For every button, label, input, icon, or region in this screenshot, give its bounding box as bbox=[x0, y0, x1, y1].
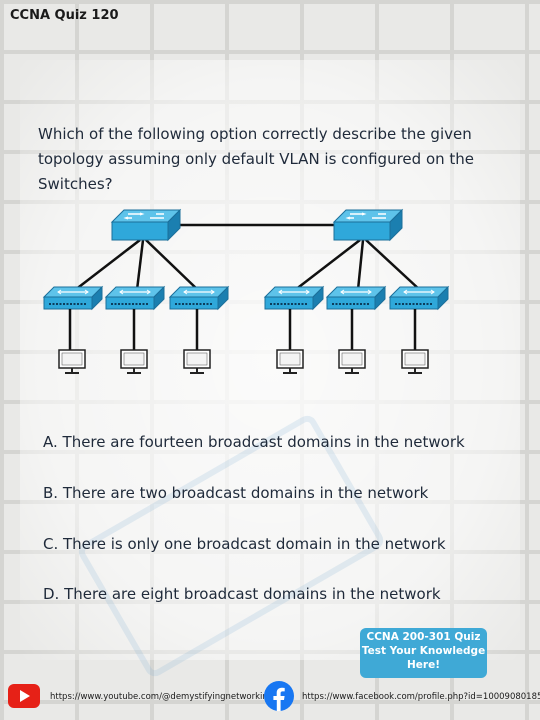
youtube-icon[interactable] bbox=[8, 684, 40, 708]
badge-line-3: Here! bbox=[407, 659, 440, 671]
access-switch-2 bbox=[105, 286, 165, 310]
core-switch-left bbox=[111, 209, 181, 241]
quiz-title: CCNA Quiz 120 bbox=[10, 8, 119, 23]
option-c[interactable]: C. There is only one broadcast domain in… bbox=[43, 535, 446, 553]
pc-1 bbox=[58, 349, 86, 374]
option-a[interactable]: A. There are fourteen broadcast domains … bbox=[43, 433, 465, 451]
facebook-icon[interactable] bbox=[264, 681, 294, 711]
core-switch-right bbox=[333, 209, 403, 241]
link-left-1 bbox=[74, 239, 141, 291]
question-text: Which of the following option correctly … bbox=[38, 125, 475, 193]
pc-4 bbox=[276, 349, 304, 374]
option-d[interactable]: D. There are eight broadcast domains in … bbox=[43, 585, 441, 603]
quiz-promo-badge[interactable]: CCNA 200-301 Quiz Test Your Knowledge He… bbox=[360, 628, 487, 678]
link-right-2 bbox=[356, 239, 365, 291]
access-switch-5 bbox=[326, 286, 386, 310]
link-right-1 bbox=[294, 239, 361, 291]
link-left-3 bbox=[145, 239, 199, 291]
topology-diagram bbox=[43, 209, 449, 374]
background-highlight bbox=[20, 60, 520, 660]
pc-2 bbox=[120, 349, 148, 374]
pc-6 bbox=[401, 349, 429, 374]
access-switch-4 bbox=[264, 286, 324, 310]
badge-line-1: CCNA 200-301 Quiz bbox=[366, 631, 481, 643]
pc-5 bbox=[338, 349, 366, 374]
facebook-link[interactable]: https://www.facebook.com/profile.php?id=… bbox=[302, 692, 540, 702]
link-right-3 bbox=[365, 239, 421, 291]
badge-line-2: Test Your Knowledge bbox=[361, 645, 486, 657]
link-left-2 bbox=[135, 239, 145, 291]
option-b[interactable]: B. There are two broadcast domains in th… bbox=[43, 484, 429, 502]
access-switch-1 bbox=[43, 286, 103, 310]
youtube-link[interactable]: https://www.youtube.com/@demystifyingnet… bbox=[50, 692, 274, 702]
access-switch-6 bbox=[389, 286, 449, 310]
pc-3 bbox=[183, 349, 211, 374]
access-switch-3 bbox=[169, 286, 229, 310]
